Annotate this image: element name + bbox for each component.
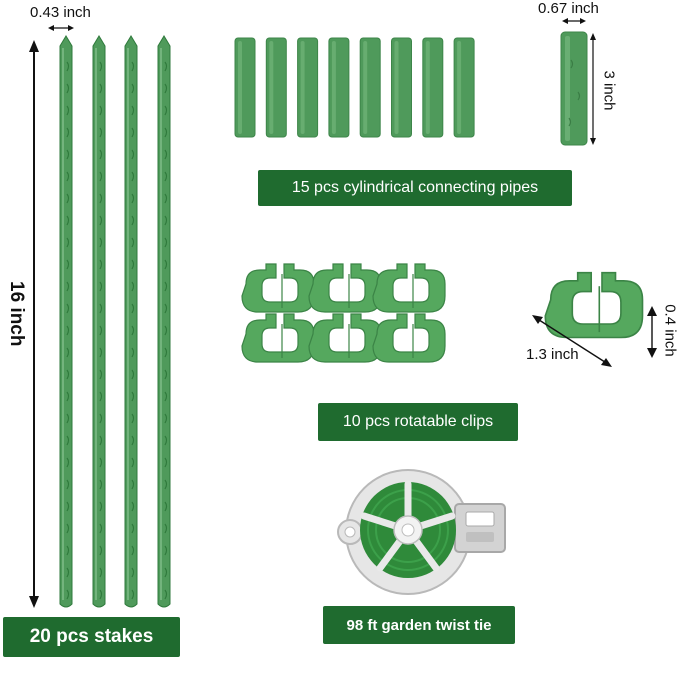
width-dimension-arrow-icon <box>48 25 74 31</box>
pipes-caption: 15 pcs cylindrical connecting pipes <box>258 170 572 206</box>
clip-height-arrow-icon <box>647 306 657 358</box>
pipe-length-arrow-icon <box>590 33 596 145</box>
pipe-diameter-arrow-icon <box>562 18 586 24</box>
plant-stake-icon <box>92 35 106 608</box>
plant-stake-icon <box>59 35 73 608</box>
clip-width-label: 1.3 inch <box>526 346 579 363</box>
connecting-pipe-icon <box>234 37 256 138</box>
connecting-pipe-icon <box>391 37 412 138</box>
stakes-caption: 20 pcs stakes <box>3 617 180 657</box>
connecting-pipe-icon <box>422 37 444 138</box>
connecting-pipe-icon <box>328 37 350 138</box>
twist-tie-caption: 98 ft garden twist tie <box>323 606 515 644</box>
plant-stake-icon <box>157 35 171 608</box>
connecting-pipe-icon <box>265 37 287 138</box>
height-dimension-arrow-icon <box>29 40 39 608</box>
stake-width-label: 0.43 inch <box>30 4 91 21</box>
clips-caption: 10 pcs rotatable clips <box>318 403 518 441</box>
plant-stake-icon <box>124 35 138 608</box>
clip-width-arrow-icon <box>532 315 612 367</box>
connecting-pipe-icon <box>453 37 475 138</box>
single-pipe-detail-icon <box>560 31 588 146</box>
pipe-diameter-label: 0.67 inch <box>538 0 599 17</box>
connecting-pipe-icon <box>297 37 319 138</box>
connecting-pipe-icon <box>359 37 381 138</box>
